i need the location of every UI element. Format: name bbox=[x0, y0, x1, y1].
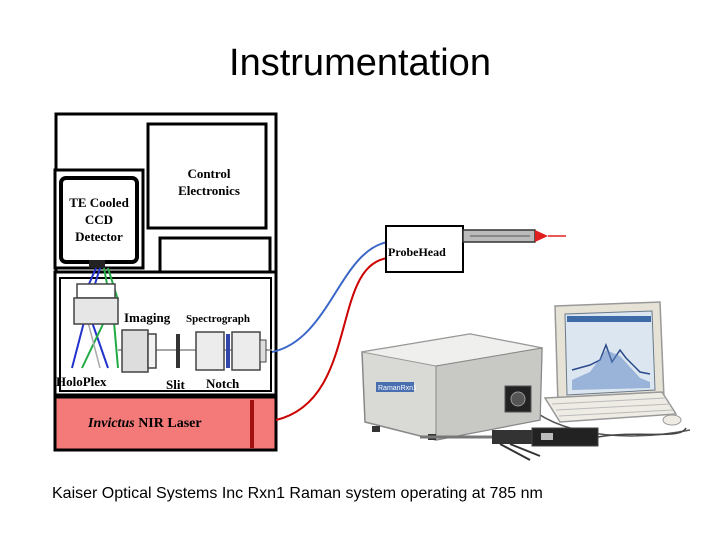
spectrograph-label: Spectrograph bbox=[186, 313, 250, 325]
ccd-label-2: CCD bbox=[85, 212, 113, 227]
imaging-label: Imaging bbox=[124, 310, 171, 325]
notch-filter-icon bbox=[226, 334, 230, 368]
lens-barrel-top bbox=[76, 283, 116, 299]
excitation-fiber bbox=[275, 257, 389, 421]
collection-fiber bbox=[271, 241, 389, 353]
holoplex-label: HoloPlex bbox=[56, 374, 107, 389]
control-electronics-box bbox=[146, 122, 268, 230]
mouse-icon bbox=[662, 414, 682, 426]
raman-analyzer-icon: RamanRxn1 bbox=[361, 333, 543, 441]
fiber-probe-icon bbox=[420, 427, 599, 461]
control-electronics-label-2: Electronics bbox=[178, 183, 240, 198]
analyzer-badge bbox=[376, 382, 414, 392]
ccd-label-3: Detector bbox=[75, 229, 123, 244]
slide-caption: Kaiser Optical Systems Inc Rxn1 Raman sy… bbox=[52, 485, 543, 502]
computer-cable bbox=[529, 407, 691, 437]
laser-label-italic: Invictus bbox=[87, 416, 135, 431]
probe-tip-icon bbox=[535, 230, 548, 242]
slit-label: Slit bbox=[166, 377, 185, 392]
imaging-lens-icon bbox=[73, 297, 119, 325]
computer-monitor-icon bbox=[554, 301, 665, 411]
probe-cable bbox=[597, 427, 687, 438]
notch-label: Notch bbox=[206, 376, 240, 391]
probehead-box bbox=[385, 225, 464, 273]
slit-icon bbox=[176, 334, 180, 368]
control-electronics-label-1: Control bbox=[187, 166, 230, 181]
laser-label-rest: NIR Laser bbox=[135, 416, 202, 431]
slide-title: Instrumentation bbox=[229, 42, 491, 84]
spectrograph-inner bbox=[59, 277, 272, 392]
notch-filter-right bbox=[231, 331, 261, 371]
laser-label: Invictus NIR Laser bbox=[87, 416, 202, 431]
laser-box bbox=[53, 395, 278, 452]
analyzer-badge-text: RamanRxn1 bbox=[378, 385, 417, 392]
imaging-optics-icon bbox=[121, 329, 149, 373]
ccd-sensor bbox=[89, 260, 105, 268]
notch-filter-left bbox=[195, 331, 225, 371]
probehead-label: ProbeHead bbox=[388, 245, 446, 259]
ccd-label-1: TE Cooled bbox=[69, 195, 129, 210]
